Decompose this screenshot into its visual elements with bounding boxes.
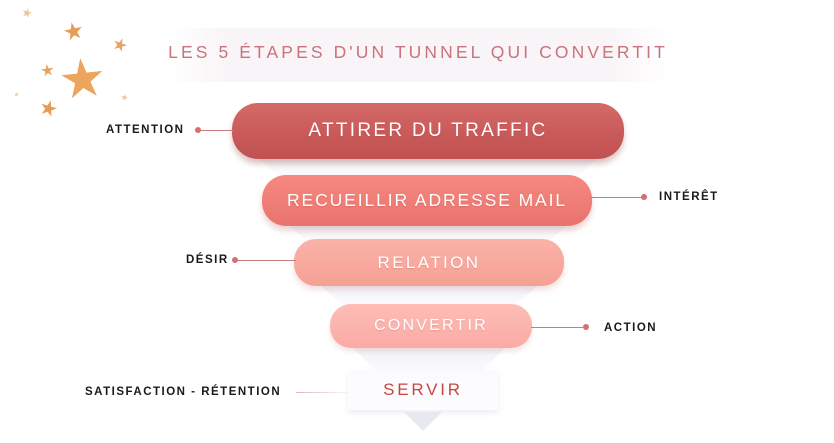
callout-dot-icon bbox=[232, 257, 238, 263]
funnel-stage-relation[interactable]: RELATION bbox=[294, 239, 564, 286]
funnel-stage-label: SERVIR bbox=[383, 380, 463, 399]
funnel-stage-attirer-du-traffic[interactable]: ATTIRER DU TRAFFIC bbox=[232, 103, 624, 159]
callout-dot-icon bbox=[641, 194, 647, 200]
callout-leader-line bbox=[531, 327, 584, 328]
funnel-arrow-down-icon bbox=[404, 412, 442, 431]
title-band bbox=[168, 28, 668, 82]
callout-label: SATISFACTION - RÉTENTION bbox=[85, 386, 282, 398]
callout-label: DÉSIR bbox=[186, 254, 229, 266]
page-title: LES 5 ÉTAPES D'UN TUNNEL QUI CONVERTIT bbox=[168, 42, 668, 62]
funnel-stage-label: ATTIRER DU TRAFFIC bbox=[308, 120, 548, 141]
funnel-stage-convertir[interactable]: CONVERTIR bbox=[330, 304, 532, 348]
callout-dot-icon bbox=[583, 324, 589, 330]
callout-leader-line bbox=[201, 130, 234, 131]
funnel-stage-recueillir-adresse-mail[interactable]: RECUEILLIR ADRESSE MAIL bbox=[262, 175, 592, 226]
callout-leader-line bbox=[590, 197, 642, 198]
funnel-stage-label: CONVERTIR bbox=[374, 317, 488, 334]
callout-leader-line bbox=[238, 260, 296, 261]
callout-leader-line bbox=[296, 392, 348, 393]
callout-label: ATTENTION bbox=[106, 124, 185, 136]
funnel-stage-servir[interactable]: SERVIR bbox=[348, 370, 498, 410]
funnel-connector-4 bbox=[348, 343, 510, 375]
callout-dot-icon bbox=[195, 127, 201, 133]
funnel-stage-label: RECUEILLIR ADRESSE MAIL bbox=[286, 190, 568, 210]
funnel-stage-label: RELATION bbox=[377, 252, 481, 272]
callout-label: INTÉRÊT bbox=[659, 191, 719, 203]
callout-label: ACTION bbox=[604, 322, 658, 334]
